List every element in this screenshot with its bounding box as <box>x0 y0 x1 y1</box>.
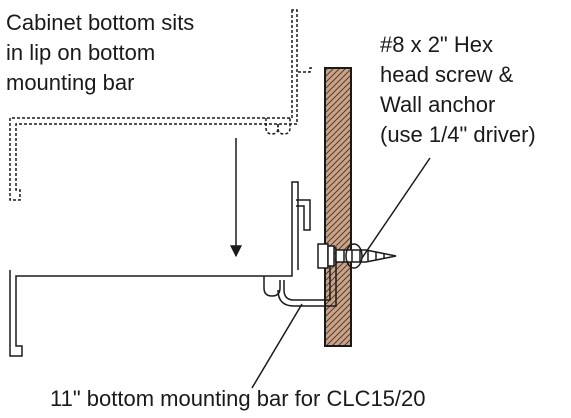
cabinet-bottom <box>9 9 314 201</box>
cabinet-note-line: in lip on bottom <box>6 40 155 65</box>
screw-note: #8 x 2" Hex head screw & Wall anchor (us… <box>380 32 536 147</box>
screw-note-line: Wall anchor <box>380 92 495 117</box>
wall <box>324 67 352 347</box>
screw-note-line: head screw & <box>380 62 514 87</box>
bar-note: 11" bottom mounting bar for CLC15/20 <box>50 386 426 411</box>
leader-lines <box>251 157 431 389</box>
cabinet-note-line: mounting bar <box>6 70 134 95</box>
cabinet-note: Cabinet bottom sits in lip on bottom mou… <box>6 10 200 95</box>
cabinet-note-line: Cabinet bottom sits <box>6 10 194 35</box>
screw-note-line: #8 x 2" Hex <box>380 32 493 57</box>
hex-head-screw <box>317 243 397 269</box>
screw-note-line: (use 1/4" driver) <box>380 122 536 147</box>
